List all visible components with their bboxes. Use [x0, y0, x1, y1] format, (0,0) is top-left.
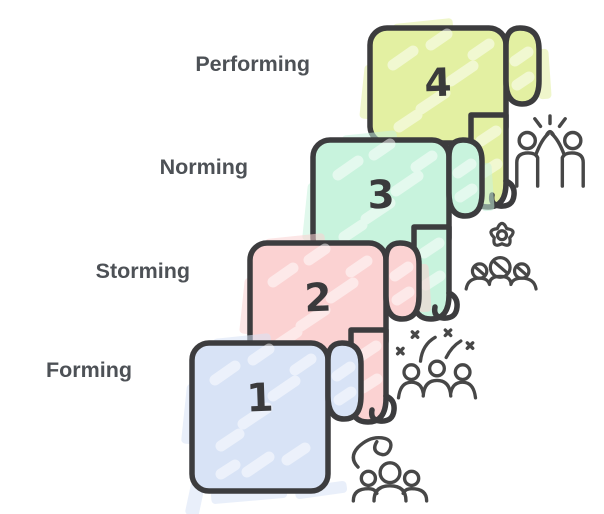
stage-label-storming: Storming	[95, 259, 190, 283]
team-high-five-icon	[510, 114, 590, 193]
stage-label-performing: Performing	[195, 52, 310, 76]
stage-card-forming: 1	[181, 333, 377, 514]
team-confusion-icon	[343, 427, 437, 514]
scroll-shape-storming	[239, 233, 432, 425]
stage-label-norming: Norming	[159, 155, 248, 179]
scroll-shape-forming	[181, 333, 364, 514]
stage-number-storming: 2	[303, 275, 333, 322]
team-conflict-icon	[393, 324, 481, 407]
stage-number-forming: 1	[245, 375, 275, 422]
stage-number-performing: 4	[423, 60, 453, 107]
stage-label-forming: Forming	[46, 358, 132, 382]
team-gear-icon	[459, 217, 545, 296]
stage-number-norming: 3	[366, 172, 396, 219]
stage-card-storming: 2	[239, 233, 435, 438]
